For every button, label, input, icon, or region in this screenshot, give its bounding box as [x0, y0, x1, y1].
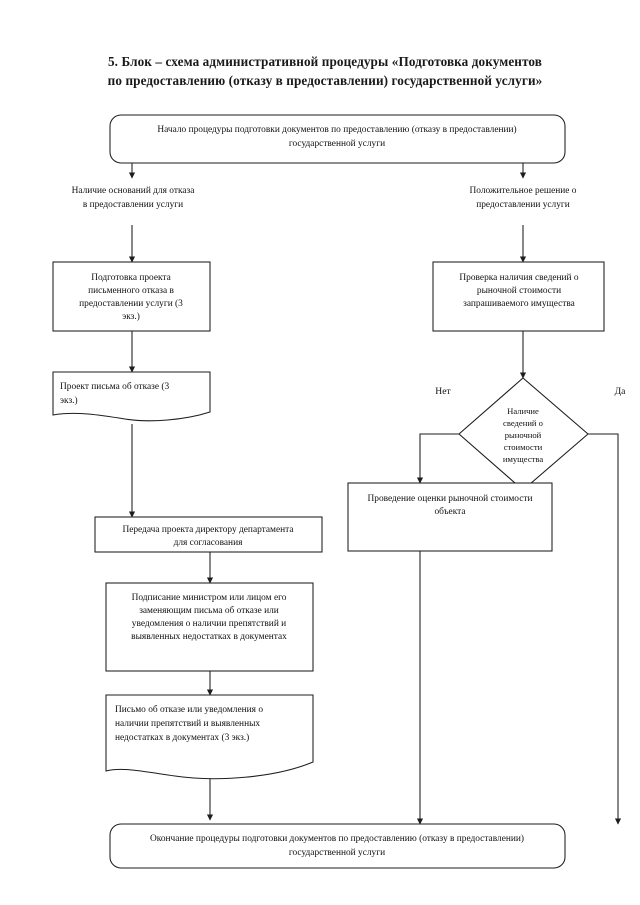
edge-label-refusal-grounds-line-1: Наличие оснований для отказа [72, 185, 196, 196]
refusal-letter-line-1: Письмо об отказе или уведомления о [115, 704, 263, 715]
decision-line-1: Наличие [507, 406, 539, 416]
edge-label-positive-decision-line-2: предоставлении услуги [476, 200, 570, 210]
signature-line-2: заменяющим письма об отказе или [139, 605, 279, 616]
transfer-to-director-shape [94, 516, 323, 553]
page-title-line-1: 5. Блок – схема административной процеду… [107, 54, 542, 69]
node-refuse-letter-draft: Проект письма об отказе (3 экз.) [52, 371, 211, 422]
edge-decision-no-to-appraisal [416, 433, 459, 484]
refuse-draft-line-2: письменного отказа в [88, 286, 174, 296]
node-start: Начало процедуры подготовки документов п… [109, 114, 566, 164]
edge-label-refusal-grounds: Наличие оснований для отказа в предостав… [72, 185, 196, 210]
transfer-line-2: для согласования [174, 538, 244, 548]
page-title-line-2: по предоставлению (отказу в предоставлен… [107, 73, 543, 89]
signature-line-1: Подписание министром или лицом его [132, 593, 287, 603]
node-check-market-value: Проверка наличия сведений о рыночной сто… [432, 261, 605, 332]
node-appraisal: Проведение оценки рыночной стоимости объ… [347, 482, 553, 552]
appraisal-line-1: Проведение оценки рыночной стоимости [367, 493, 532, 504]
node-refuse-draft: Подготовка проекта письменного отказа в … [52, 261, 211, 332]
decision-line-2: сведений о [503, 418, 543, 428]
refuse-letter-draft-line-1: Проект письма об отказе (3 [60, 381, 170, 392]
decision-line-5: имущества [503, 454, 543, 464]
signature-line-3: уведомления о наличии препятствий и [132, 618, 286, 629]
node-transfer-to-director: Передача проекта директору департамента … [94, 516, 323, 553]
refuse-letter-draft-line-2: экз.) [60, 395, 78, 406]
edge-label-positive-decision: Положительное решение о предоставлении у… [470, 186, 577, 210]
end-label-line-2: государственной услуги [289, 847, 385, 858]
decision-line-4: стоимости [504, 442, 543, 452]
check-market-value-shape [432, 261, 605, 332]
refuse-draft-line-4: экз.) [122, 311, 140, 322]
edge-label-refusal-grounds-line-2: в предоставлении услуги [83, 200, 183, 210]
node-end: Окончание процедуры подготовки документо… [109, 823, 566, 869]
check-market-value-line-2: рыночной стоимости [477, 285, 561, 296]
refuse-draft-line-3: предоставлении услуги (3 [79, 298, 183, 309]
refuse-letter-draft-shape [52, 371, 211, 422]
end-shape [109, 823, 566, 869]
refuse-draft-shape [52, 261, 211, 332]
signature-line-4: выявленных недостатках в документах [131, 632, 287, 642]
decision-line-3: рыночной [505, 430, 542, 440]
edge-decision-yes-to-end [588, 433, 622, 825]
check-market-value-line-1: Проверка наличия сведений о [459, 272, 579, 283]
refuse-draft-line-1: Подготовка проекта [91, 273, 171, 283]
branch-label-no: Нет [435, 386, 451, 397]
edge-label-positive-decision-line-1: Положительное решение о [470, 186, 577, 196]
check-market-value-line-3: запрашиваемого имущества [463, 299, 576, 309]
minister-signature-shape [105, 582, 314, 672]
transfer-line-1: Передача проекта директору департамента [122, 525, 294, 535]
refusal-letter-line-2: наличии препятствий и выявленных [115, 718, 260, 729]
appraisal-shape [347, 482, 553, 552]
end-label-line-1: Окончание процедуры подготовки документо… [150, 833, 524, 844]
refusal-letter-shape [105, 694, 314, 780]
node-refusal-letter: Письмо об отказе или уведомления о налич… [105, 694, 314, 780]
start-shape [109, 114, 566, 164]
appraisal-line-2: объекта [434, 506, 466, 517]
node-decision-market-value: Наличие сведений о рыночной стоимости им… [458, 377, 589, 491]
start-label-line-1: Начало процедуры подготовки документов п… [157, 124, 516, 135]
connectors [128, 163, 622, 825]
branch-label-yes: Да [615, 386, 627, 397]
start-label-line-2: государственной услуги [289, 138, 385, 149]
refusal-letter-line-3: недостатках в документах (3 экз.) [115, 732, 249, 743]
node-minister-signature: Подписание министром или лицом его замен… [105, 582, 314, 672]
page-title: 5. Блок – схема административной процеду… [70, 52, 580, 90]
